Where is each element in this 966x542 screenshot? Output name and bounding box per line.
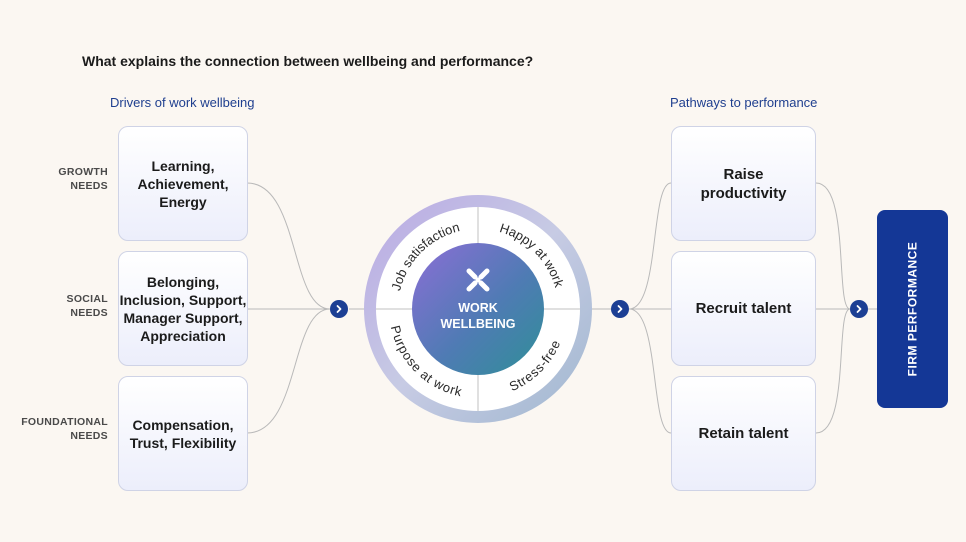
core-label-wellbeing: WELLBEING [441, 317, 516, 331]
connector-out-1 [815, 182, 851, 310]
connector-path-1 [628, 182, 672, 310]
drivers-header: Drivers of work wellbeing [110, 95, 255, 110]
pathways-header: Pathways to performance [670, 95, 818, 110]
card-raise-productivity: Raise productivity [671, 126, 816, 241]
row-label-foundational: FOUNDATIONAL NEEDS [21, 416, 108, 442]
card-retain-talent: Retain talent [671, 376, 816, 491]
firm-performance-box: FIRM PERFORMANCE [877, 210, 948, 408]
card-social-needs: Belonging, Inclusion, Support, Manager S… [118, 251, 248, 366]
connector-path-3 [628, 308, 672, 434]
connector-growth [246, 182, 331, 310]
wellbeing-wheel: Job satisfaction Happy at work Stress-fr… [364, 195, 592, 423]
row-label-growth: GROWTH NEEDS [58, 166, 108, 192]
row-label-social: SOCIAL NEEDS [66, 293, 108, 319]
chevron-right-icon [611, 300, 629, 318]
firm-performance-label: FIRM PERFORMANCE [905, 241, 920, 377]
card-recruit-talent: Recruit talent [671, 251, 816, 366]
page-title: What explains the connection between wel… [82, 53, 534, 69]
connector-foundational [246, 308, 331, 434]
chevron-right-icon [850, 300, 868, 318]
card-growth-needs: Learning, Achievement, Energy [118, 126, 248, 241]
connector-out-3 [815, 308, 851, 434]
core-circle [412, 243, 544, 375]
core-label-work: WORK [458, 301, 498, 315]
chevron-right-icon [330, 300, 348, 318]
card-foundational-needs: Compensation, Trust, Flexibility [118, 376, 248, 491]
cross-logo-icon [466, 268, 490, 292]
